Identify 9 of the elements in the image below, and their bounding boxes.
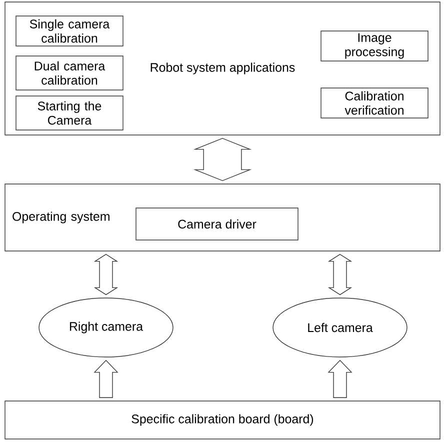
module-box: Calibration verification	[320, 88, 428, 118]
module-box: Single camera calibration	[16, 16, 124, 46]
module-box: Image processing	[320, 30, 428, 62]
block-arrow	[328, 360, 352, 398]
layer-box: Specific calibration board (board)	[4, 400, 440, 440]
module-box: Camera driver	[136, 208, 298, 240]
module-box: Starting the Camera	[16, 96, 124, 130]
block-arrow	[94, 360, 118, 398]
module-box: Dual camera calibration	[16, 56, 124, 90]
